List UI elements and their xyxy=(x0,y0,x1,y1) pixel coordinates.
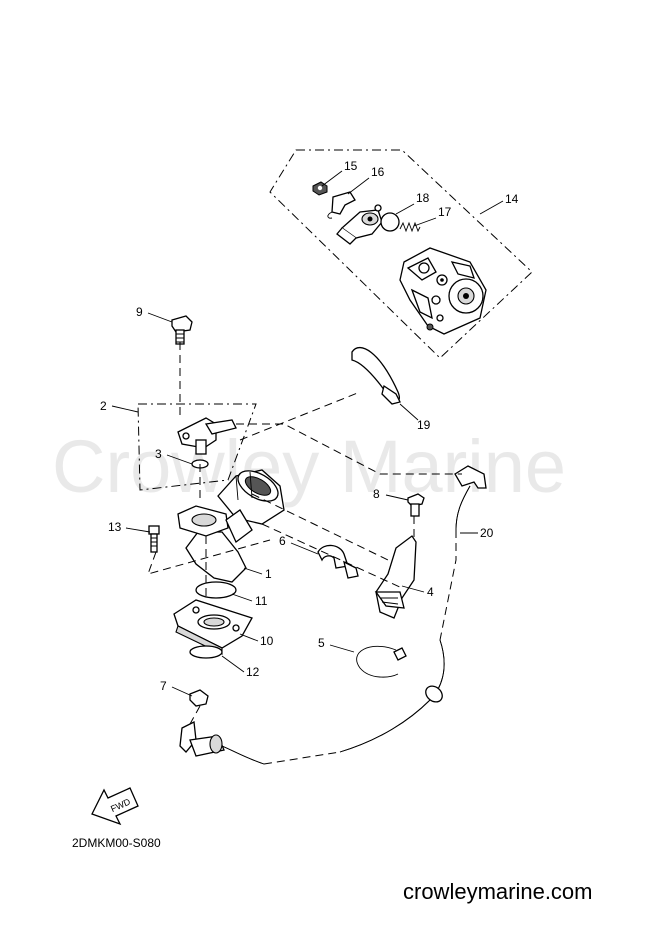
fwd-arrow: FWD xyxy=(91,787,139,826)
part-8-bolt xyxy=(407,493,425,517)
part-5-clip xyxy=(356,645,399,678)
part-4-bracket xyxy=(374,535,417,619)
part-10-insulator xyxy=(173,599,253,655)
callout-5: 5 xyxy=(318,636,325,650)
part-20-hose xyxy=(339,465,487,753)
watermark: Crowley Marine xyxy=(52,425,566,508)
callout-6: 6 xyxy=(279,534,286,548)
callout-7: 7 xyxy=(160,679,167,693)
callouts: 15 16 18 17 14 9 2 19 3 8 20 13 6 1 4 11… xyxy=(100,159,519,697)
callout-15: 15 xyxy=(344,159,358,173)
callout-12: 12 xyxy=(246,665,260,679)
part-17-spring xyxy=(399,221,421,233)
routing-lines xyxy=(147,342,462,765)
part-12-gasket xyxy=(189,645,223,659)
drawing-code: 2DMKM00-S080 xyxy=(72,836,161,850)
callout-18: 18 xyxy=(416,191,430,205)
part-9-bolt xyxy=(171,315,193,345)
callout-9: 9 xyxy=(136,305,143,319)
part-1-manifold xyxy=(177,469,285,583)
callout-2: 2 xyxy=(100,399,107,413)
part-18-ball xyxy=(380,212,400,232)
callout-17: 17 xyxy=(438,205,452,219)
part-throttle-body xyxy=(399,247,487,335)
callout-19: 19 xyxy=(417,418,431,432)
callout-11: 11 xyxy=(255,594,268,608)
callout-4: 4 xyxy=(427,585,434,599)
callout-14: 14 xyxy=(505,192,519,206)
callout-8: 8 xyxy=(373,487,380,501)
site-url[interactable]: crowleymarine.com xyxy=(403,879,593,904)
callout-1: 1 xyxy=(265,567,272,581)
part-13-screw xyxy=(148,525,160,553)
callout-16: 16 xyxy=(371,165,385,179)
part-sensor xyxy=(336,204,383,245)
part-11-gasket xyxy=(195,581,237,599)
part-7-clip xyxy=(189,689,209,707)
part-16-bracket xyxy=(327,191,356,219)
part-19-band xyxy=(351,347,401,405)
part-elbow-fitting xyxy=(179,721,265,765)
callout-10: 10 xyxy=(260,634,274,648)
callout-20: 20 xyxy=(480,526,494,540)
throttle-body-assembly xyxy=(269,149,533,359)
part-6-clamp xyxy=(317,544,359,579)
callout-13: 13 xyxy=(108,520,122,534)
callout-3: 3 xyxy=(155,447,162,461)
